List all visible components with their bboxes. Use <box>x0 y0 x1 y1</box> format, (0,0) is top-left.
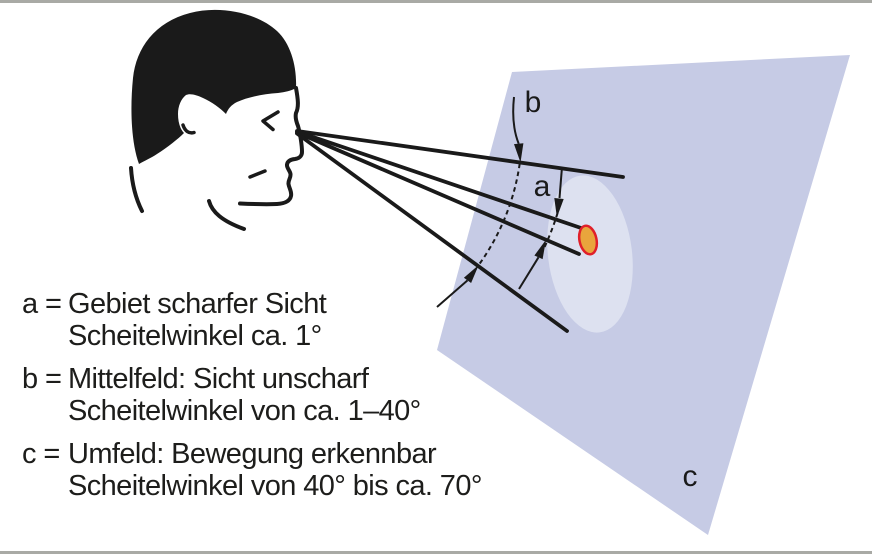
head-profile-illustration <box>129 9 304 231</box>
face-profile-line <box>238 86 304 207</box>
sight-line-b-lower <box>295 131 569 333</box>
legend-key-b: b = <box>22 363 62 395</box>
legend: a = Gebiet scharfer Sicht Scheitelwinkel… <box>22 288 522 513</box>
sight-line-a-upper <box>295 129 586 231</box>
diagram-label-a: a <box>534 170 551 203</box>
focus-spot <box>577 224 599 256</box>
eye-icon <box>261 110 280 132</box>
legend-item-c: c = Umfeld: Bewegung erkennbar Scheitelw… <box>22 438 522 502</box>
legend-text-a: Gebiet scharfer Sicht <box>68 288 327 320</box>
sight-line-a-lower <box>295 130 581 256</box>
legend-key-c: c = <box>22 438 60 470</box>
neck-back-line <box>129 166 144 213</box>
legend-item-b: b = Mittelfeld: Sicht unscharf Scheitelw… <box>22 363 522 427</box>
leader-b-bottom <box>436 279 469 308</box>
diagram-label-c: c <box>683 460 698 493</box>
legend-item-a: a = Gebiet scharfer Sicht Scheitelwinkel… <box>22 288 522 352</box>
legend-sub-a: Scheitelwinkel ca. 1° <box>68 320 322 352</box>
arrowhead-a-up-icon <box>534 239 546 260</box>
leader-b-top <box>512 96 520 145</box>
ear-line <box>181 123 196 135</box>
legend-sub-c: Scheitelwinkel von 40° bis ca. 70° <box>68 470 482 502</box>
legend-text-c: Umfeld: Bewegung erkennbar <box>68 438 437 470</box>
neck-front-line <box>207 199 246 231</box>
arrowhead-a-down-icon <box>554 198 564 218</box>
arrowhead-b-up-icon <box>463 265 479 283</box>
leader-a-top <box>558 166 563 199</box>
hair-shape <box>131 9 297 165</box>
dimension-arrows <box>436 96 564 308</box>
sight-line-b-upper <box>295 129 625 179</box>
arrowhead-b-down-icon <box>514 143 524 163</box>
umfeld-plane <box>437 55 850 535</box>
leader-a-bottom <box>518 256 540 290</box>
sight-lines <box>295 129 625 333</box>
diagram-label-b: b <box>525 86 542 119</box>
mouth-line <box>248 169 267 179</box>
bottom-rule <box>0 551 872 554</box>
legend-key-a: a = <box>22 288 62 320</box>
top-rule <box>0 0 872 3</box>
legend-sub-b: Scheitelwinkel von ca. 1–40° <box>68 395 421 427</box>
legend-text-b: Mittelfeld: Sicht unscharf <box>68 363 369 395</box>
arc-b-dashed <box>477 163 521 266</box>
